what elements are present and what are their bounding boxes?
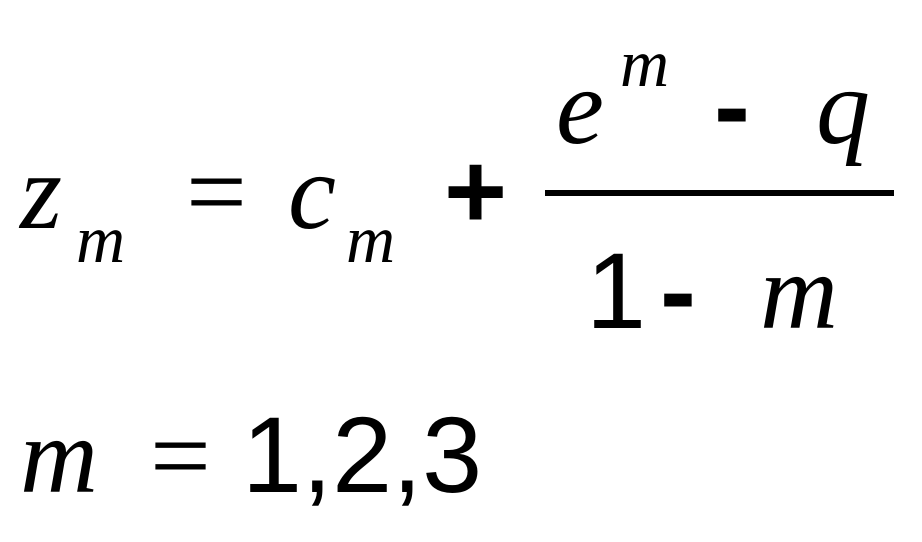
rhs-subscript: m: [346, 201, 395, 277]
numerator: e m - q: [556, 25, 870, 167]
condition-variable: m: [20, 397, 98, 516]
rhs-variable: c: [288, 133, 336, 252]
fraction: e m - q 1 - m: [545, 25, 894, 352]
condition-values: 1,2,3: [242, 394, 482, 515]
lhs-subscript: m: [76, 201, 125, 277]
denominator-minus: -: [660, 230, 696, 351]
numerator-base: e: [556, 48, 604, 167]
plus-sign: +: [444, 130, 507, 251]
numerator-exponent: m: [620, 25, 669, 101]
equals-sign: =: [186, 133, 247, 252]
condition-line: m = 1,2,3: [20, 394, 482, 516]
numerator-minus: -: [714, 45, 750, 166]
lhs-variable: z: [18, 133, 62, 252]
numerator-term: q: [816, 48, 870, 167]
main-equation: z m = c m + e m - q 1 - m: [18, 25, 894, 352]
fraction-bar: [545, 190, 894, 196]
denominator-one: 1: [586, 230, 646, 351]
denominator: 1 - m: [586, 230, 838, 352]
denominator-term: m: [760, 233, 838, 352]
condition-equals: =: [150, 397, 211, 516]
